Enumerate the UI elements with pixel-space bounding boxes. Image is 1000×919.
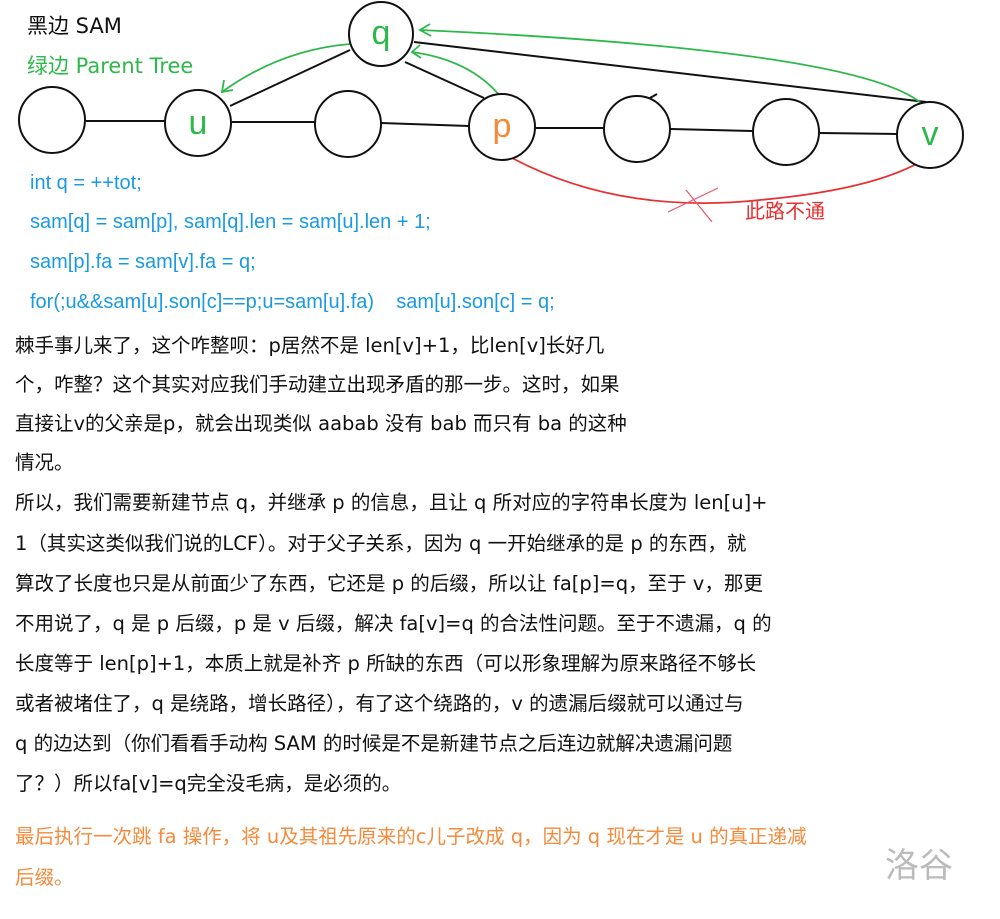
sam-edge-stub (649, 93, 658, 99)
sam-edge (670, 128, 753, 132)
sam-edge-u-q (229, 49, 351, 107)
node-v-label: v (922, 115, 939, 153)
parent-edge-p-q (411, 51, 501, 97)
node-root (18, 86, 86, 154)
node-mid3 (752, 98, 820, 166)
code-line: sam[p].fa = sam[v].fa = q; (30, 251, 256, 273)
code-line: for(;u&&sam[u].son[c]==p;u=sam[u].fa) sa… (30, 291, 555, 313)
paragraph-line: 情况。 (15, 451, 74, 474)
node-v (896, 101, 964, 169)
code-line: int q = ++tot; (30, 172, 142, 194)
paragraph-line: 个，咋整？这个其实对应我们手动建立出现矛盾的那一步。这时，如果 (15, 373, 620, 396)
node-p-label: p (493, 107, 512, 145)
paragraph-line: 了？）所以fa[v]=q完全没毛病，是必须的。 (15, 772, 402, 795)
paragraph-line: 长度等于 len[p]+1，本质上就是补齐 p 所缺的东西（可以形象理解为原来路… (15, 652, 757, 675)
paragraph-line: 算改了长度也只是从前面少了东西，它还是 p 的后缀，所以让 fa[p]=q，至于… (15, 572, 763, 595)
sam-edge-p-q (404, 61, 485, 99)
parent-edge-v-q (419, 29, 923, 105)
watermark-logo: 洛谷 (885, 846, 953, 886)
node-u (164, 89, 232, 157)
blocked-label: 此路不通 (745, 199, 825, 223)
sam-edge-q-v (413, 41, 927, 103)
paragraph-line: 直接让v的父亲是p，就会出现类似 aabab 没有 bab 而只有 ba 的这种 (15, 412, 627, 435)
parent-edge-q-u (221, 43, 351, 93)
legend-black: 黑边 SAM (27, 14, 122, 38)
node-u-label: u (189, 104, 208, 142)
legend-green: 绿边 Parent Tree (27, 54, 194, 78)
paragraph-line: q 的边达到（你们看看手动构 SAM 的时候是不是新建节点之后连边就解决遗漏问题 (15, 732, 733, 755)
code-line: sam[q] = sam[p], sam[q].len = sam[u].len… (30, 211, 431, 233)
paragraph-line: 不用说了，q 是 p 后缀，p 是 v 后缀，解决 fa[v]=q 的合法性问题… (15, 612, 772, 635)
paragraph-line: 1（其实这类似我们说的LCF）。对于父子关系，因为 q 一开始继承的是 p 的东… (15, 532, 747, 555)
node-q-label: q (372, 14, 391, 52)
paragraph-line: 棘手事儿来了，这个咋整呗：p居然不是 len[v]+1，比len[v]长好几 (15, 334, 605, 357)
cross-mark-icon (667, 187, 719, 223)
sam-edge (380, 122, 470, 127)
node-q (348, 1, 414, 67)
paragraph-line: 或者被堵住了，q 是绕路，增长路径），有了这个绕路的，v 的遗漏后缀就可以通过与 (15, 692, 744, 715)
sam-edge (819, 132, 898, 135)
paragraph-line: 所以，我们需要新建节点 q，并继承 p 的信息，且让 q 所对应的字符串长度为 … (15, 491, 768, 514)
node-mid1 (314, 90, 382, 158)
node-mid2 (603, 95, 671, 163)
paragraph-line-highlight: 后缀。 (15, 866, 74, 889)
node-p (468, 93, 536, 161)
blocked-edge-p-v (511, 157, 921, 204)
sam-diagram: q u p v 此路不通 (18, 1, 964, 223)
paragraph-line-highlight: 最后执行一次跳 fa 操作，将 u及其祖先原来的c儿子改成 q，因为 q 现在才… (15, 825, 807, 848)
